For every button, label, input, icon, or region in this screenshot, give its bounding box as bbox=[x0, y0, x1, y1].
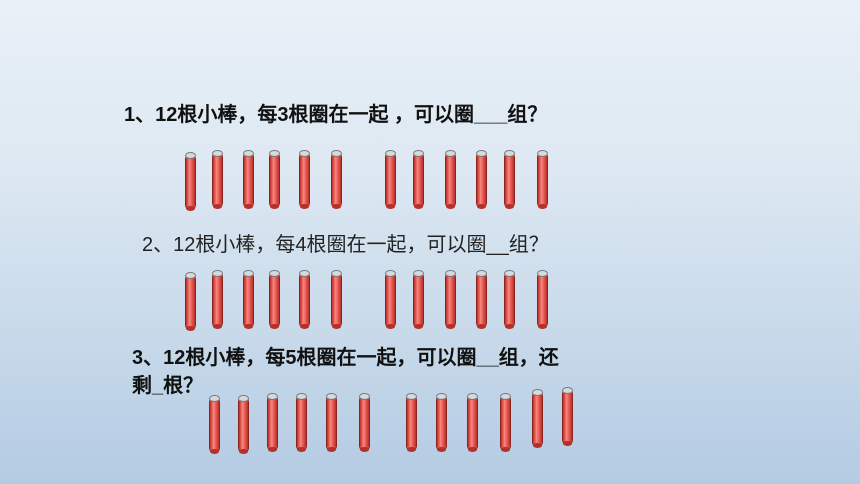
stick bbox=[538, 271, 547, 329]
stick-row-2 bbox=[186, 271, 566, 353]
stick bbox=[239, 396, 248, 454]
stick bbox=[386, 151, 395, 209]
stick bbox=[468, 394, 477, 452]
stick bbox=[501, 394, 510, 452]
stick bbox=[300, 151, 309, 209]
question-2: 2、12根小棒，每4根圈在一起，可以圈__组？ bbox=[142, 234, 549, 256]
stick bbox=[505, 151, 514, 209]
stick bbox=[437, 394, 446, 452]
question-1: 1、12根小棒，每3根圈在一起 ，可以圈___组？ bbox=[124, 104, 548, 126]
stick bbox=[210, 396, 219, 454]
stick bbox=[213, 151, 222, 209]
stick bbox=[563, 388, 572, 446]
stick-row-3 bbox=[210, 388, 590, 468]
stick bbox=[414, 151, 423, 209]
stick bbox=[270, 271, 279, 329]
stick bbox=[213, 271, 222, 329]
stick bbox=[505, 271, 514, 329]
stick bbox=[446, 151, 455, 209]
question-3-line-2: 剩_根？ bbox=[132, 375, 204, 397]
stick bbox=[332, 151, 341, 209]
question-3-line-1: 3、12根小棒，每5根圈在一起，可以圈__组，还 bbox=[132, 347, 559, 369]
stick bbox=[360, 394, 369, 452]
stick bbox=[244, 271, 253, 329]
stick bbox=[414, 271, 423, 329]
stick bbox=[244, 151, 253, 209]
stick bbox=[327, 394, 336, 452]
stick bbox=[300, 271, 309, 329]
stick bbox=[297, 394, 306, 452]
stick bbox=[386, 271, 395, 329]
stick bbox=[477, 151, 486, 209]
stick bbox=[446, 271, 455, 329]
stick bbox=[270, 151, 279, 209]
stick bbox=[332, 271, 341, 329]
stick bbox=[268, 394, 277, 452]
stick bbox=[477, 271, 486, 329]
stick bbox=[538, 151, 547, 209]
stick-row-1 bbox=[186, 151, 566, 233]
stick bbox=[186, 273, 195, 331]
stick bbox=[186, 153, 195, 211]
stick bbox=[533, 390, 542, 448]
stick bbox=[407, 394, 416, 452]
